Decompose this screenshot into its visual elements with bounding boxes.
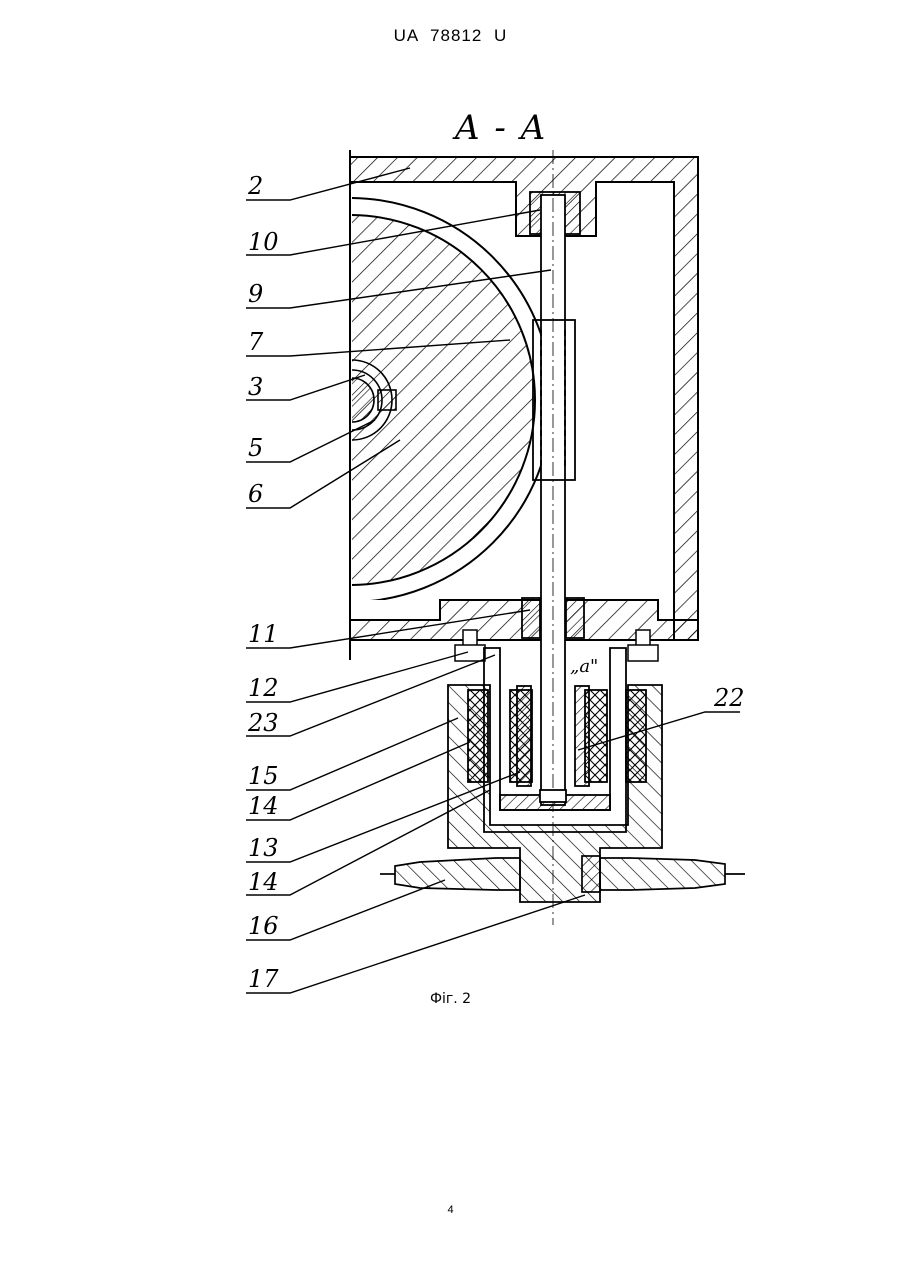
numeral-17: 17 bbox=[248, 965, 279, 993]
numeral-6: 6 bbox=[248, 480, 263, 508]
page-number: 4 bbox=[0, 1204, 901, 1216]
numeral-15: 15 bbox=[248, 762, 279, 790]
numeral-22: 22 bbox=[713, 684, 745, 712]
numeral-3: 3 bbox=[248, 373, 263, 401]
gap-label: „a" bbox=[570, 656, 598, 677]
numeral-7: 7 bbox=[248, 328, 264, 356]
figure-caption: Фіг. 2 bbox=[0, 991, 901, 1007]
numeral-16: 16 bbox=[248, 912, 279, 940]
numeral-14a: 14 bbox=[248, 792, 279, 820]
numeral-2: 2 bbox=[247, 172, 263, 200]
numeral-13: 13 bbox=[248, 834, 279, 862]
numeral-11: 11 bbox=[248, 620, 279, 648]
numeral-10: 10 bbox=[248, 228, 279, 256]
numeral-14b: 14 bbox=[248, 868, 279, 896]
numeral-9: 9 bbox=[248, 280, 263, 308]
numeral-5: 5 bbox=[248, 434, 263, 462]
numeral-12: 12 bbox=[248, 674, 279, 702]
numeral-23: 23 bbox=[247, 709, 279, 737]
